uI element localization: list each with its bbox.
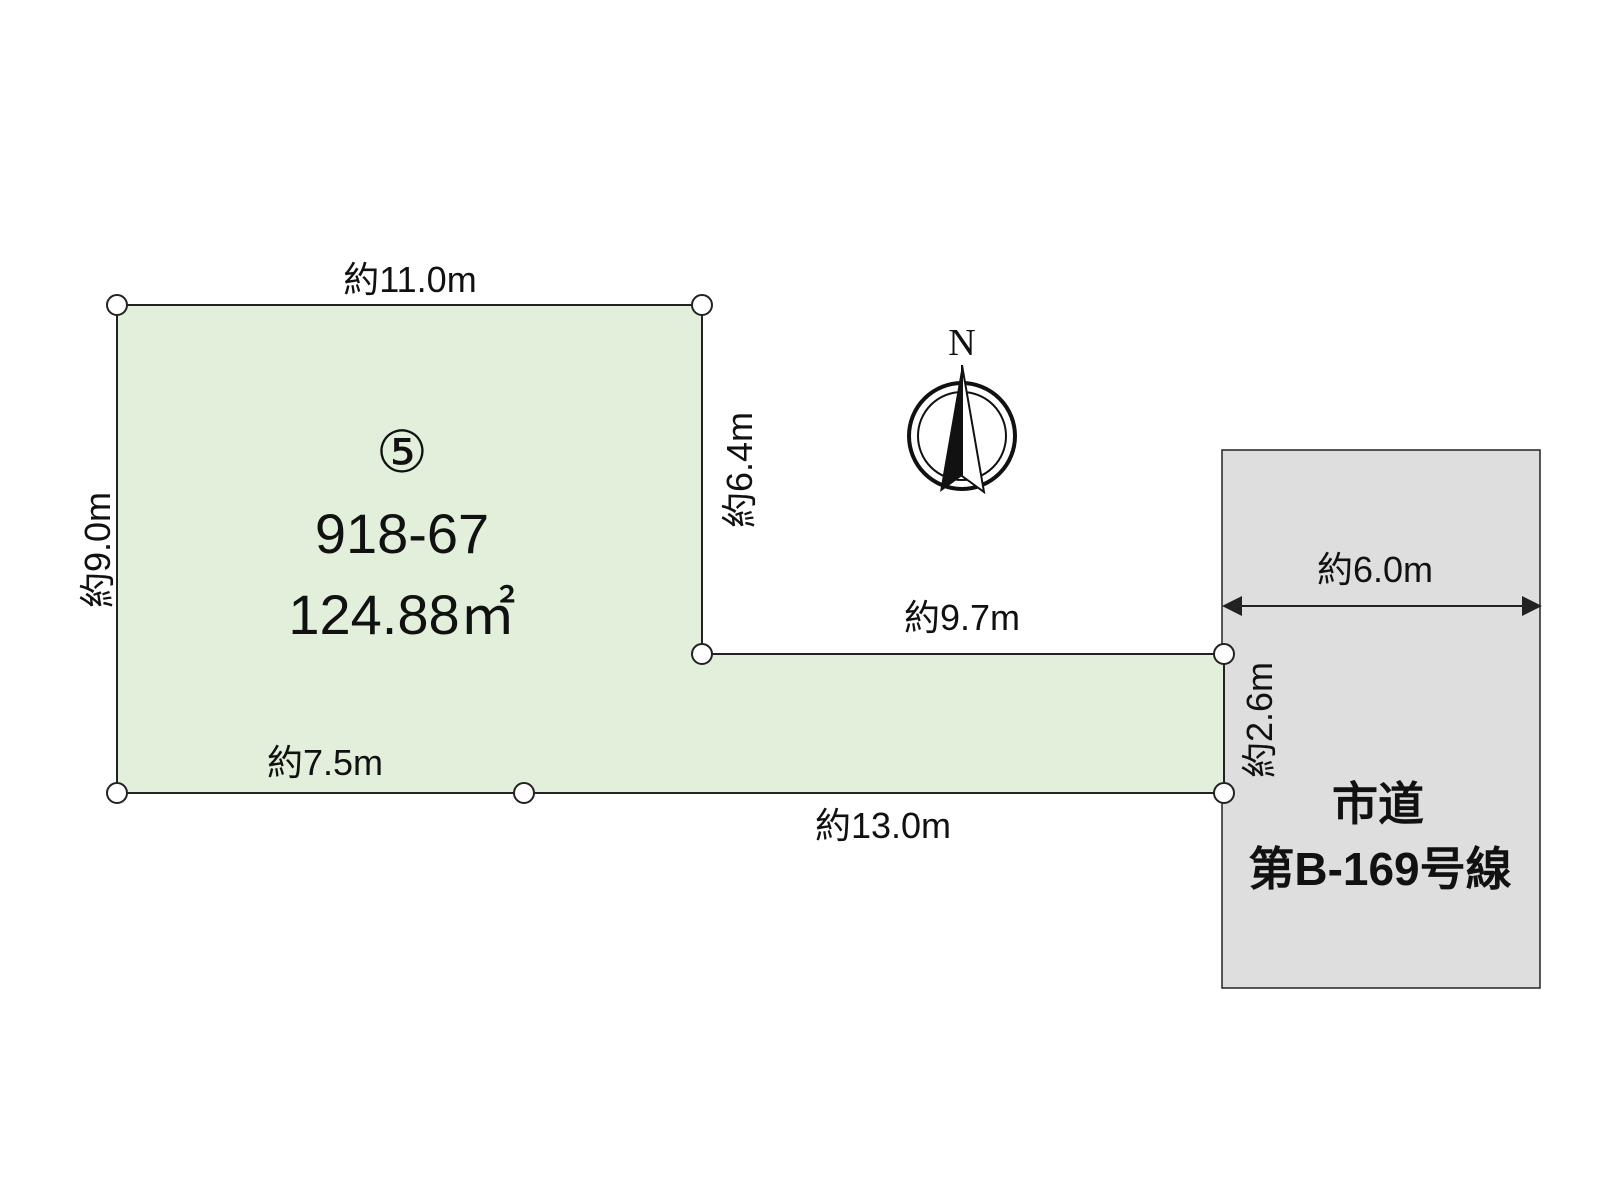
road-area [1221, 449, 1541, 989]
dimension-inner-horizontal: 約9.7m [904, 597, 1020, 638]
dimension-left: 約9.0m [77, 492, 118, 608]
boundary-marker [1213, 643, 1235, 665]
boundary-marker [691, 643, 713, 665]
dimension-frontage: 約2.6m [1239, 662, 1280, 778]
boundary-marker [513, 782, 535, 804]
boundary-marker [106, 294, 128, 316]
road-name-line1: 市道 [1332, 778, 1424, 830]
north-label: N [948, 322, 975, 364]
dimension-road-width: 約6.0m [1317, 549, 1433, 590]
dimension-bottom-left: 約7.5m [267, 742, 383, 783]
north-compass-icon: N [907, 322, 1017, 495]
boundary-marker [106, 782, 128, 804]
dimension-bottom: 約13.0m [815, 805, 951, 846]
lot-area: 124.88㎡ [288, 583, 515, 646]
dimension-top: 約11.0m [343, 259, 476, 300]
dimension-inner-vertical: 約6.4m [719, 412, 760, 528]
boundary-marker [691, 294, 713, 316]
boundary-markers [106, 294, 1235, 804]
road-name-line2: 第B-169号線 [1248, 843, 1511, 895]
lot-number: ⑤ [376, 420, 428, 485]
lot-shape [116, 304, 1225, 794]
boundary-marker [1213, 782, 1235, 804]
lot-parcel-number: 918-67 [315, 502, 489, 565]
